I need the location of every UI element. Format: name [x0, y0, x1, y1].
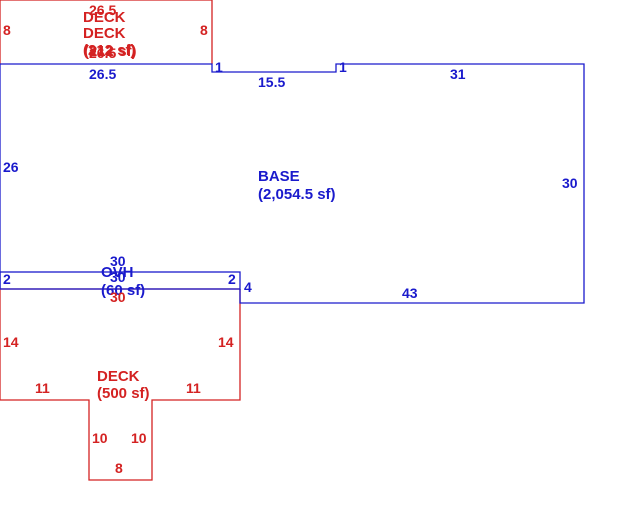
- ovh-dim-right: 2: [228, 271, 236, 287]
- base-dim-right: 30: [562, 175, 578, 191]
- deck-bottom-dim-step-right: 11: [186, 380, 201, 396]
- base-area-label: (2,054.5 sf): [258, 186, 336, 203]
- base-dim-step: 4: [244, 279, 252, 295]
- deck-bottom-dim-leg-right: 10: [131, 430, 147, 446]
- deck-top-area-b: (212 sf): [84, 43, 137, 60]
- ovh-area-label: (60 sf): [101, 282, 145, 299]
- deck-bottom-dim-right: 14: [218, 334, 234, 350]
- ovh-name-label: OVH: [101, 264, 134, 281]
- base-dim-top-right: 31: [450, 66, 466, 82]
- deck-top-dim-right: 8: [200, 22, 208, 38]
- deck-top-name-b: DECK: [83, 25, 126, 42]
- base-dim-left: 26: [3, 159, 19, 175]
- deck-top-name-a: DECK: [83, 9, 126, 26]
- deck-bottom-area-label: (500 sf): [97, 385, 150, 402]
- base-dim-jog-right: 1: [339, 59, 347, 75]
- ovh-outline: [0, 271, 241, 290]
- deck-bottom-dim-leg-left: 10: [92, 430, 108, 446]
- ovh-dim-left: 2: [3, 271, 11, 287]
- base-outline: [0, 63, 585, 304]
- deck-top-dim-top-overlap: 26.5: [89, 45, 116, 61]
- deck-bottom-name-label: DECK: [97, 368, 140, 385]
- deck-top-dim-left: 8: [3, 22, 11, 38]
- deck-bottom-dim-top: 30: [110, 289, 126, 305]
- deck-bottom-outline: [0, 289, 241, 481]
- base-dim-top-mid: 15.5: [258, 74, 285, 90]
- deck-bottom-dim-left: 14: [3, 334, 19, 350]
- deck-bottom-dim-bottom: 8: [115, 460, 123, 476]
- deck-bottom-dim-step-left: 11: [35, 380, 50, 396]
- base-dim-jog-left: 1: [215, 59, 223, 75]
- deck-top-outline: [0, 0, 213, 64]
- deck-top-dim-top: 26.5: [89, 2, 116, 18]
- base-name-label: BASE: [258, 168, 300, 185]
- base-dim-bottom: 43: [402, 285, 418, 301]
- base-dim-top-left: 26.5: [89, 66, 116, 82]
- deck-top-area-a: (212 sf): [83, 42, 136, 59]
- ovh-dim-bottom: 30: [110, 269, 126, 285]
- ovh-dim-top: 30: [110, 253, 126, 269]
